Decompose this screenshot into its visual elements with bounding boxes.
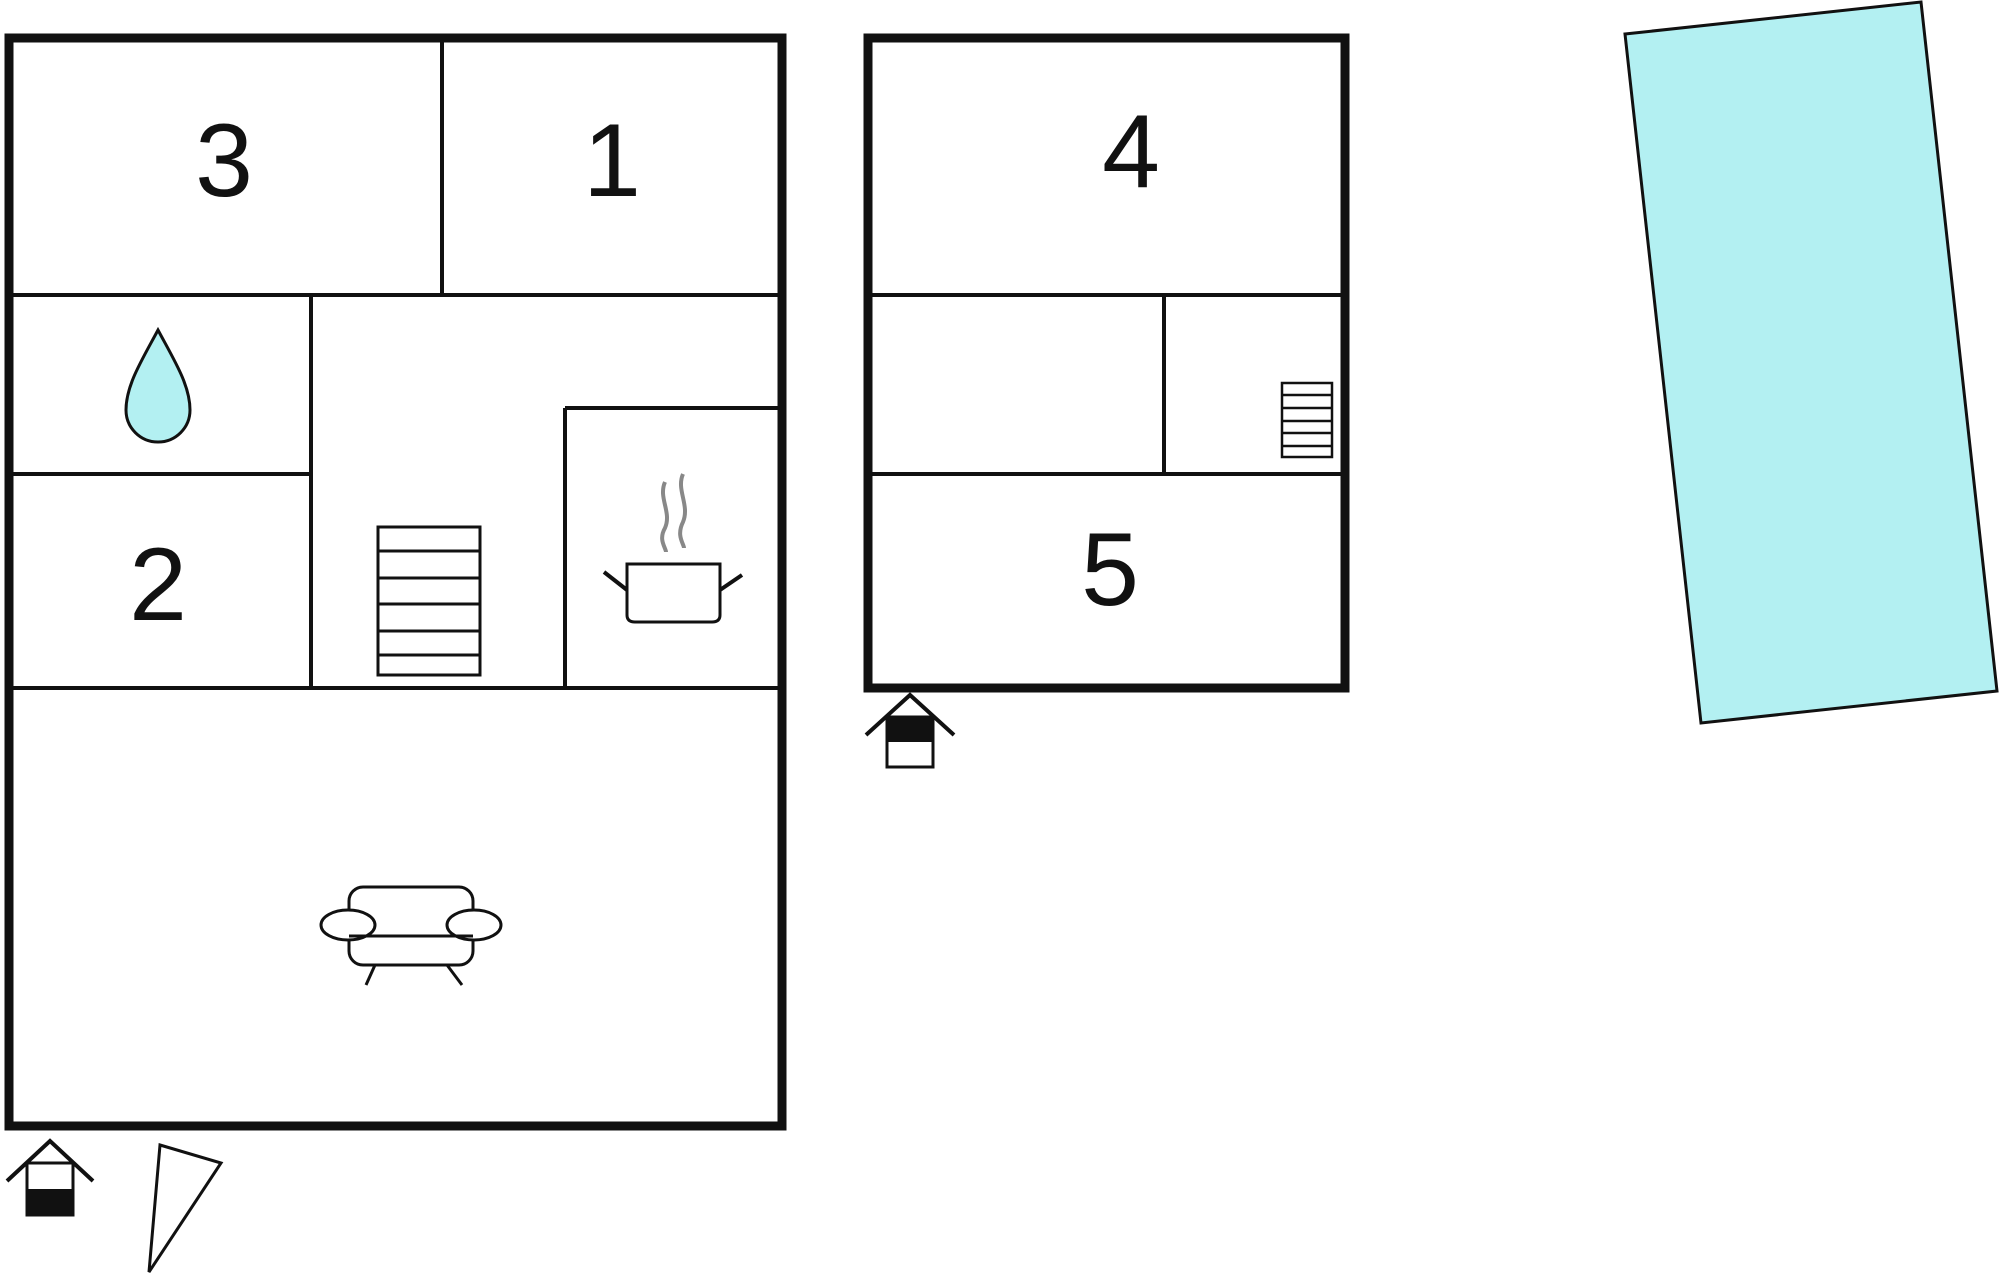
cooking-pot-icon — [602, 473, 744, 624]
entrance-house-icon — [5, 1138, 95, 1217]
room-number-5: 5 — [1081, 512, 1139, 628]
room-number-2: 2 — [129, 527, 187, 643]
room-number-1: 1 — [583, 103, 641, 219]
stairs-icon — [1280, 381, 1334, 459]
north-arrow-icon — [147, 1143, 224, 1273]
sofa-icon — [319, 885, 503, 986]
swimming-pool — [1623, 0, 1999, 725]
water-drop-icon — [124, 326, 192, 444]
entrance-house-icon — [864, 692, 956, 769]
stairs-icon — [376, 525, 482, 677]
room-number-4: 4 — [1102, 94, 1160, 210]
room-number-3: 3 — [195, 103, 253, 219]
main-house: 3 1 2 — [4, 33, 787, 1131]
annex-building: 4 5 — [863, 33, 1350, 693]
main-house-outline — [4, 33, 787, 1131]
annex-outline — [863, 33, 1350, 693]
